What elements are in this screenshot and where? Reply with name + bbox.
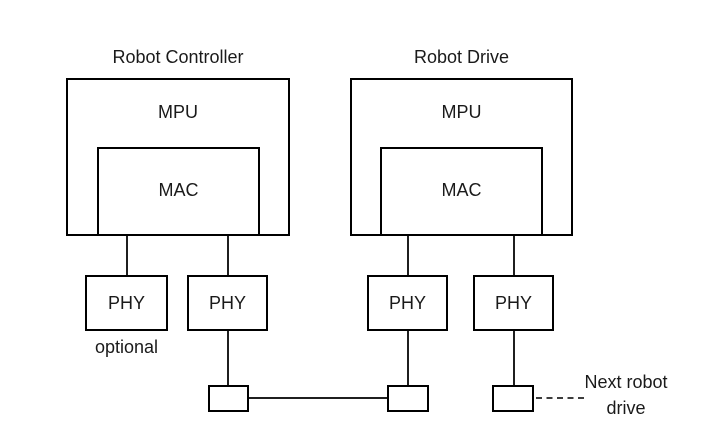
- phy-label: PHY: [388, 292, 426, 313]
- drive-mac-phy1-connector: [407, 236, 409, 275]
- controller-port-box: [208, 385, 249, 412]
- controller-mac-label: MAC: [158, 180, 199, 200]
- drive-port-left-box: [387, 385, 429, 412]
- drive-mac-box: [380, 147, 543, 236]
- drive-phy-right-box: PHY: [473, 275, 554, 331]
- next-robot-drive-label: Next robot drive: [566, 369, 686, 421]
- drive-mac-label: MAC: [441, 180, 482, 200]
- controller-mac-box: [97, 147, 260, 236]
- phy-label: PHY: [107, 292, 145, 313]
- next-drive-dashed-line: [536, 397, 584, 399]
- drive-phy-right-port-connector: [513, 331, 515, 385]
- drive-phy-left-box: PHY: [367, 275, 448, 331]
- controller-phy-box: PHY: [187, 275, 268, 331]
- controller-mac-phy2-connector: [227, 236, 229, 275]
- drive-mac-phy2-connector: [513, 236, 515, 275]
- controller-phy-port-connector: [227, 331, 229, 385]
- drive-port-right-box: [492, 385, 534, 412]
- controller-phy-optional-box: PHY: [85, 275, 168, 331]
- next-robot-drive-label-line1: Next robot: [584, 372, 668, 392]
- optional-label: optional: [94, 337, 159, 357]
- phy-label: PHY: [494, 292, 532, 313]
- drive-phy-left-port-connector: [407, 331, 409, 385]
- phy-label: PHY: [208, 292, 246, 313]
- drive-title: Robot Drive: [413, 47, 510, 67]
- drive-mpu-label: MPU: [441, 102, 482, 122]
- controller-mpu-label: MPU: [158, 102, 198, 122]
- next-robot-drive-label-line2: drive: [606, 398, 646, 418]
- ethernet-link-line: [249, 397, 387, 399]
- controller-title: Robot Controller: [112, 47, 244, 67]
- controller-mac-phy1-connector: [126, 236, 128, 275]
